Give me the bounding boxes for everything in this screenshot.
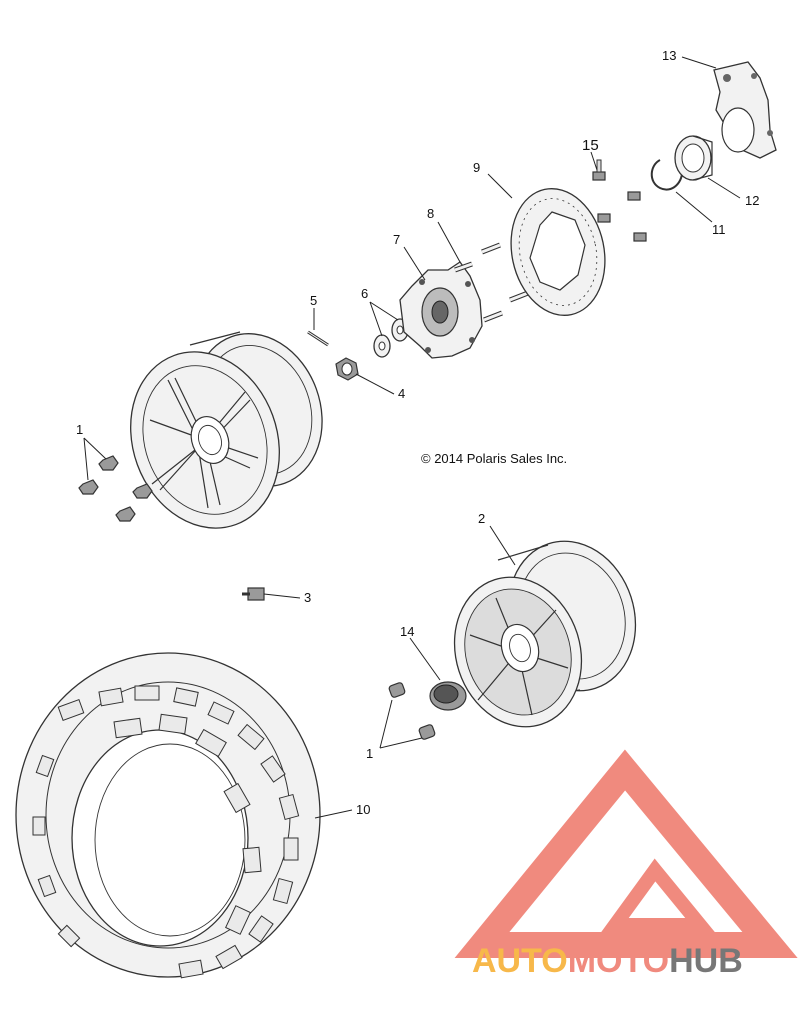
wheel-bearing — [674, 135, 713, 181]
brake-disc — [510, 188, 606, 316]
callout-15: 15 — [582, 137, 599, 154]
callout-13: 13 — [662, 48, 676, 63]
copyright-notice: © 2014 Polaris Sales Inc. — [421, 451, 567, 466]
callout-14: 14 — [400, 624, 414, 639]
callout-2: 2 — [478, 511, 485, 526]
callout-7: 7 — [393, 232, 400, 247]
lower-wheel — [453, 540, 637, 728]
brand-part-1: AUTO — [472, 942, 568, 980]
leader-lines — [83, 56, 741, 819]
steering-knuckle — [713, 61, 777, 159]
valve-stem — [242, 587, 265, 601]
brand-wordmark: AUTOMOTOHUB — [472, 942, 743, 980]
callout-labels: 13 15 9 8 7 6 5 4 12 11 1 2 3 14 1 10 — [76, 48, 759, 817]
callout-10: 10 — [356, 802, 370, 817]
callout-11: 11 — [712, 222, 726, 237]
lug-nuts-upper — [78, 455, 153, 522]
callout-8: 8 — [427, 206, 434, 221]
castle-nut — [335, 357, 359, 381]
callout-9: 9 — [473, 160, 480, 175]
callout-3: 3 — [304, 590, 311, 605]
center-cap — [429, 681, 467, 711]
brake-bolts — [592, 159, 647, 242]
wheel-studs — [454, 242, 529, 323]
upper-wheel — [130, 331, 323, 529]
callout-1-upper: 1 — [76, 422, 83, 437]
tire — [15, 652, 321, 979]
brand-part-2: MOTO — [568, 942, 669, 980]
cotter-pin — [307, 330, 329, 347]
lug-nuts-lower — [388, 682, 436, 740]
wheel-hub — [399, 261, 483, 359]
callout-5: 5 — [310, 293, 317, 308]
brand-part-3: HUB — [669, 942, 743, 980]
callout-6: 6 — [361, 286, 368, 301]
callout-4: 4 — [398, 386, 405, 401]
callout-12: 12 — [745, 193, 759, 208]
snap-ring — [650, 159, 684, 191]
watermark-logo: AUTOMOTOHUB — [454, 749, 798, 980]
callout-1-lower: 1 — [366, 746, 373, 761]
